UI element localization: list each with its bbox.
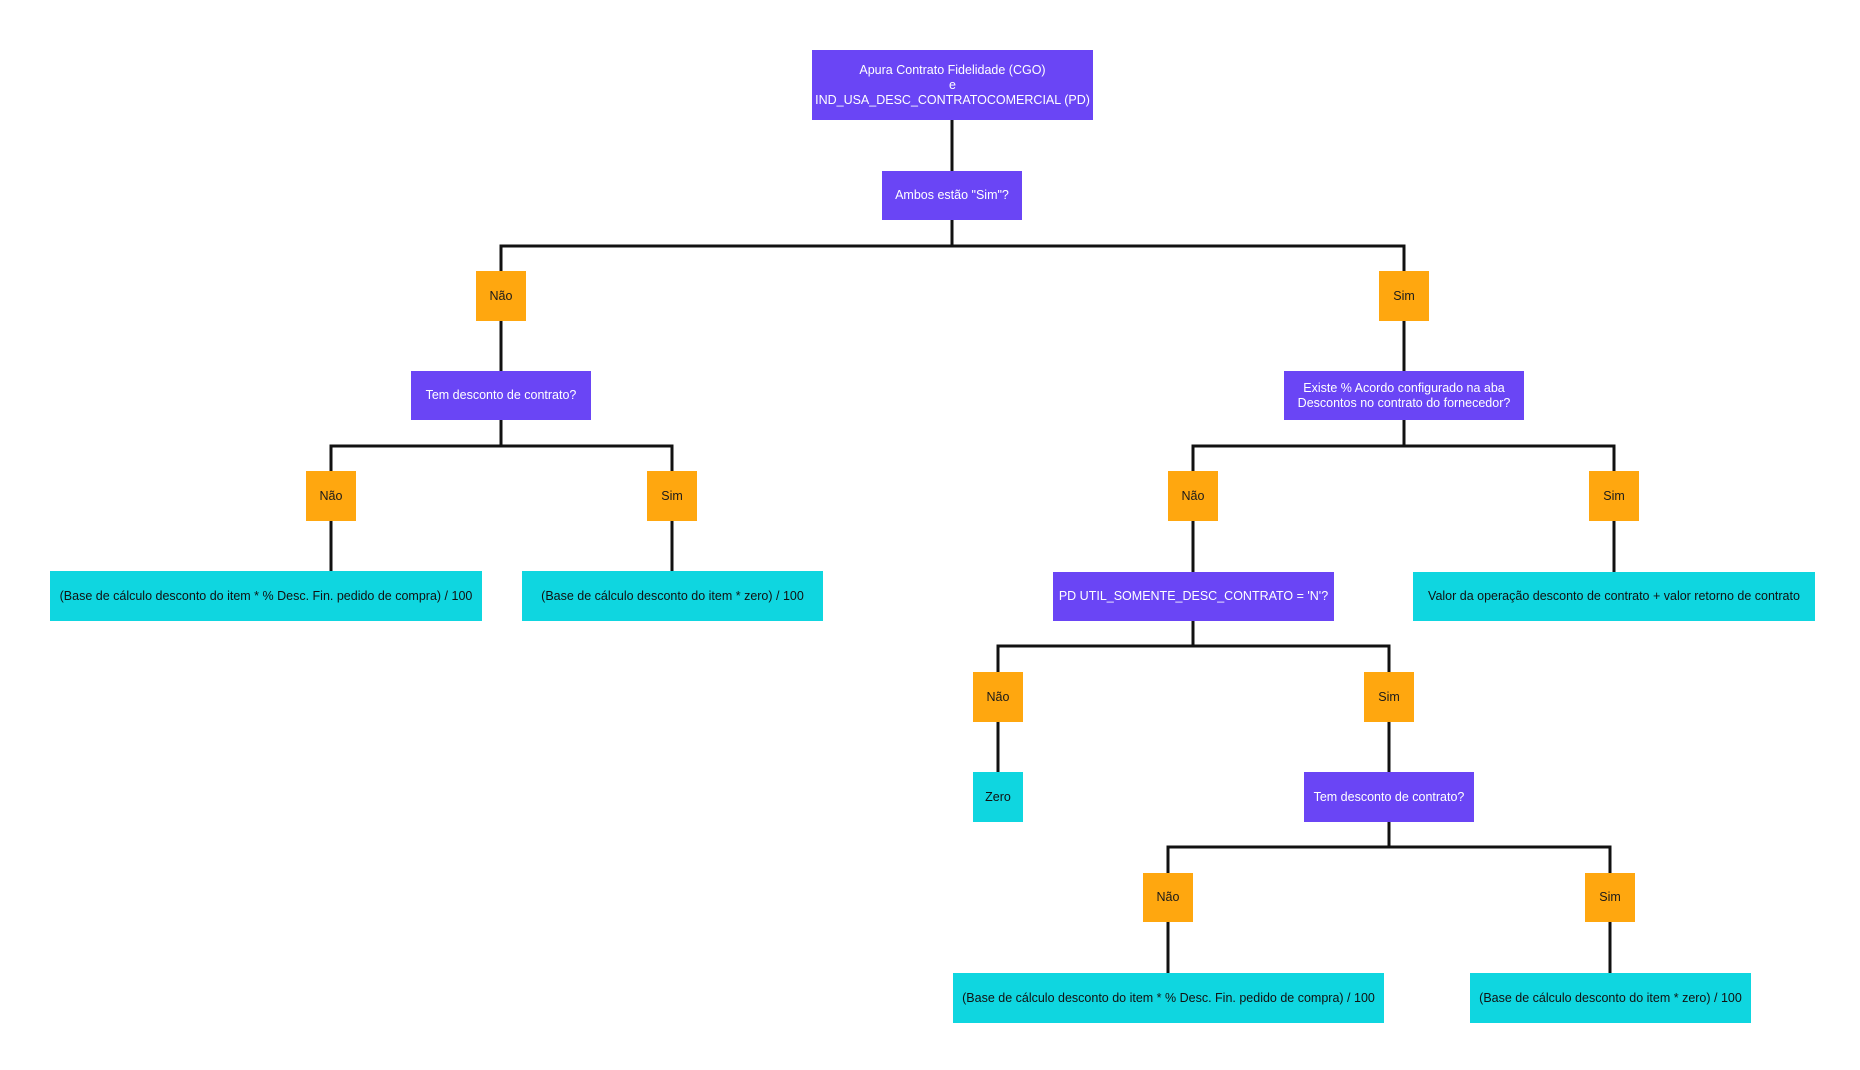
answer-nao-level1: Não bbox=[476, 271, 526, 321]
result-base-zero-right: (Base de cálculo desconto do item * zero… bbox=[1470, 973, 1751, 1023]
result-valor-operacao: Valor da operação desconto de contrato +… bbox=[1413, 572, 1815, 621]
answer-nao-right: Não bbox=[1143, 873, 1193, 922]
question-tem-desconto-right: Tem desconto de contrato? bbox=[1304, 772, 1474, 822]
result-zero: Zero bbox=[973, 772, 1023, 822]
answer-sim-pd: Sim bbox=[1364, 672, 1414, 722]
answer-nao-pd: Não bbox=[973, 672, 1023, 722]
question-tem-desconto-left: Tem desconto de contrato? bbox=[411, 371, 591, 420]
acordo-line-1: Existe % Acordo configurado na aba bbox=[1303, 380, 1505, 395]
question-ambos-sim: Ambos estão "Sim"? bbox=[882, 171, 1022, 220]
question-existe-acordo: Existe % Acordo configurado na aba Desco… bbox=[1284, 371, 1524, 420]
answer-sim-level1: Sim bbox=[1379, 271, 1429, 321]
root-line-3: IND_USA_DESC_CONTRATOCOMERCIAL (PD) bbox=[815, 92, 1090, 107]
answer-sim-left: Sim bbox=[647, 471, 697, 521]
answer-nao-left: Não bbox=[306, 471, 356, 521]
answer-nao-acordo: Não bbox=[1168, 471, 1218, 521]
result-base-zero-left: (Base de cálculo desconto do item * zero… bbox=[522, 571, 823, 621]
question-pd-util-somente: PD UTIL_SOMENTE_DESC_CONTRATO = 'N'? bbox=[1053, 572, 1334, 621]
root-line-2: e bbox=[949, 77, 956, 92]
acordo-line-2: Descontos no contrato do fornecedor? bbox=[1297, 395, 1511, 410]
answer-sim-acordo: Sim bbox=[1589, 471, 1639, 521]
result-base-pct-left: (Base de cálculo desconto do item * % De… bbox=[50, 571, 482, 621]
result-base-pct-right: (Base de cálculo desconto do item * % De… bbox=[953, 973, 1384, 1023]
root-line-1: Apura Contrato Fidelidade (CGO) bbox=[859, 62, 1046, 77]
root-question-box: Apura Contrato Fidelidade (CGO) e IND_US… bbox=[812, 50, 1093, 120]
answer-sim-right: Sim bbox=[1585, 873, 1635, 922]
